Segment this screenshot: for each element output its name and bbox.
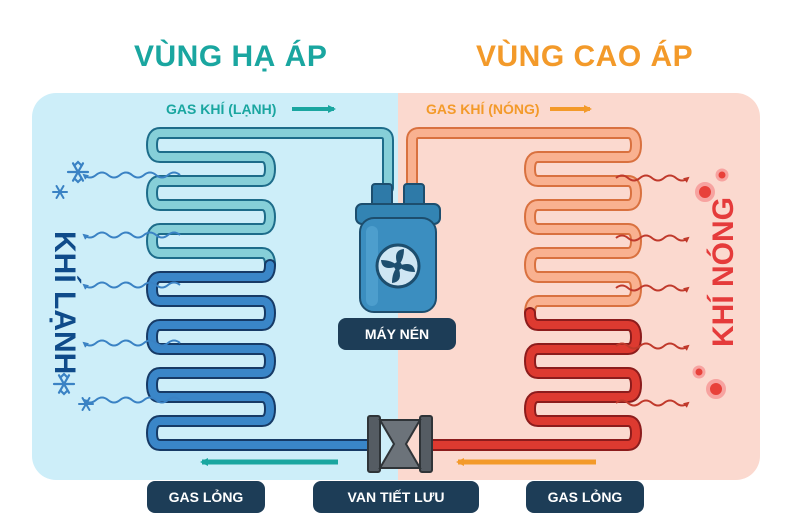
snowflake-icon — [78, 397, 94, 411]
gas-hot-label: GAS KHÍ (NÓNG) — [426, 101, 540, 117]
heat-dot-icon — [692, 168, 729, 399]
compressor — [355, 183, 441, 313]
high-pressure-title: VÙNG CAO ÁP — [476, 40, 694, 73]
expansion-valve-label: VAN TIẾT LƯU — [313, 481, 479, 513]
compressor-label: MÁY NÉN — [338, 318, 456, 350]
hot-air-label: KHÍ NÓNG — [707, 197, 740, 347]
gas-cold-label: GAS KHÍ (LẠNH) — [166, 101, 277, 117]
snowflake-icon — [66, 160, 90, 184]
cold-air-label: KHÍ LẠNH — [48, 231, 81, 375]
fan-icon — [375, 243, 421, 289]
cold-coil — [146, 127, 394, 451]
cold-air-waves — [82, 171, 181, 405]
hot-coil — [406, 127, 642, 451]
liquid-gas-right-label: GAS LỎNG — [526, 481, 644, 513]
snowflake-icon — [52, 185, 68, 199]
hot-air-waves — [615, 174, 690, 408]
liquid-gas-left-label: GAS LỎNG — [147, 481, 265, 513]
expansion-valve — [367, 415, 433, 473]
low-pressure-title: VÙNG HẠ ÁP — [134, 40, 328, 73]
snowflake-icon — [52, 372, 76, 396]
